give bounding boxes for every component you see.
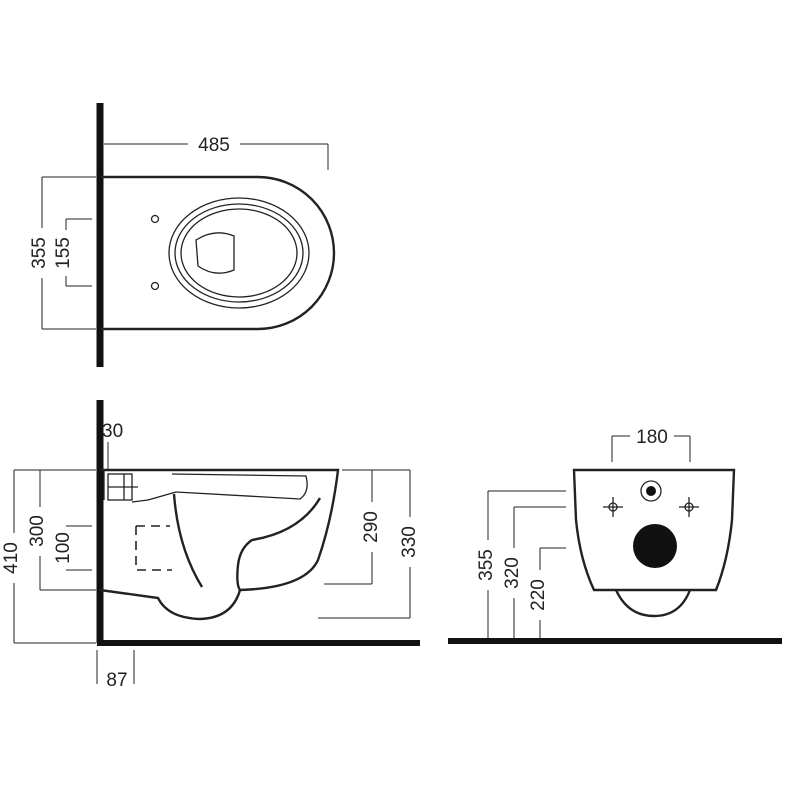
front-view-waste-outlet — [633, 524, 677, 568]
dim-label-300: 300 — [27, 515, 48, 547]
side-view-waste-connector — [135, 525, 172, 571]
top-view-fixing-hole — [150, 214, 160, 224]
dim-label-100: 100 — [53, 532, 74, 564]
side-view-trap-front — [172, 493, 204, 588]
dim-label-220: 220 — [528, 579, 549, 611]
dim-label-155: 155 — [53, 237, 74, 269]
top-view-seat-inner — [180, 208, 298, 298]
top-view-seat-outer — [168, 197, 310, 309]
top-view-bowl-opening — [195, 232, 235, 274]
front-view-flush-inlet-center — [646, 486, 656, 496]
side-view-bowl-outline — [99, 468, 340, 621]
front-view-flush-inlet — [640, 480, 662, 502]
dim-label-30: 30 — [102, 421, 123, 442]
top-view-seat-middle — [174, 203, 304, 303]
dim-label-355-top: 355 — [29, 237, 50, 269]
dim-label-485: 485 — [198, 135, 230, 156]
top-view-fixing-hole — [150, 281, 160, 291]
front-view-body — [572, 468, 736, 592]
dim-label-87: 87 — [106, 670, 127, 691]
dim-label-320: 320 — [502, 557, 523, 589]
side-view-seat — [171, 473, 308, 500]
side-view: 30 410 300 100 290 330 87 — [1, 400, 420, 691]
front-view-trap — [614, 589, 692, 618]
dim-label-410: 410 — [1, 542, 22, 574]
front-view: 180 355 320 220 — [448, 427, 782, 644]
top-view-bowl-outline — [100, 175, 336, 331]
dim-label-330: 330 — [399, 526, 420, 558]
side-view-trap-back — [236, 497, 322, 591]
dim-label-180: 180 — [636, 427, 668, 448]
side-view-rim-edge — [147, 491, 177, 501]
dim-label-355-front: 355 — [476, 549, 497, 581]
dim-label-290: 290 — [361, 511, 382, 543]
top-view: 485 355 155 — [29, 103, 336, 367]
side-view-rim-edge — [131, 499, 149, 503]
